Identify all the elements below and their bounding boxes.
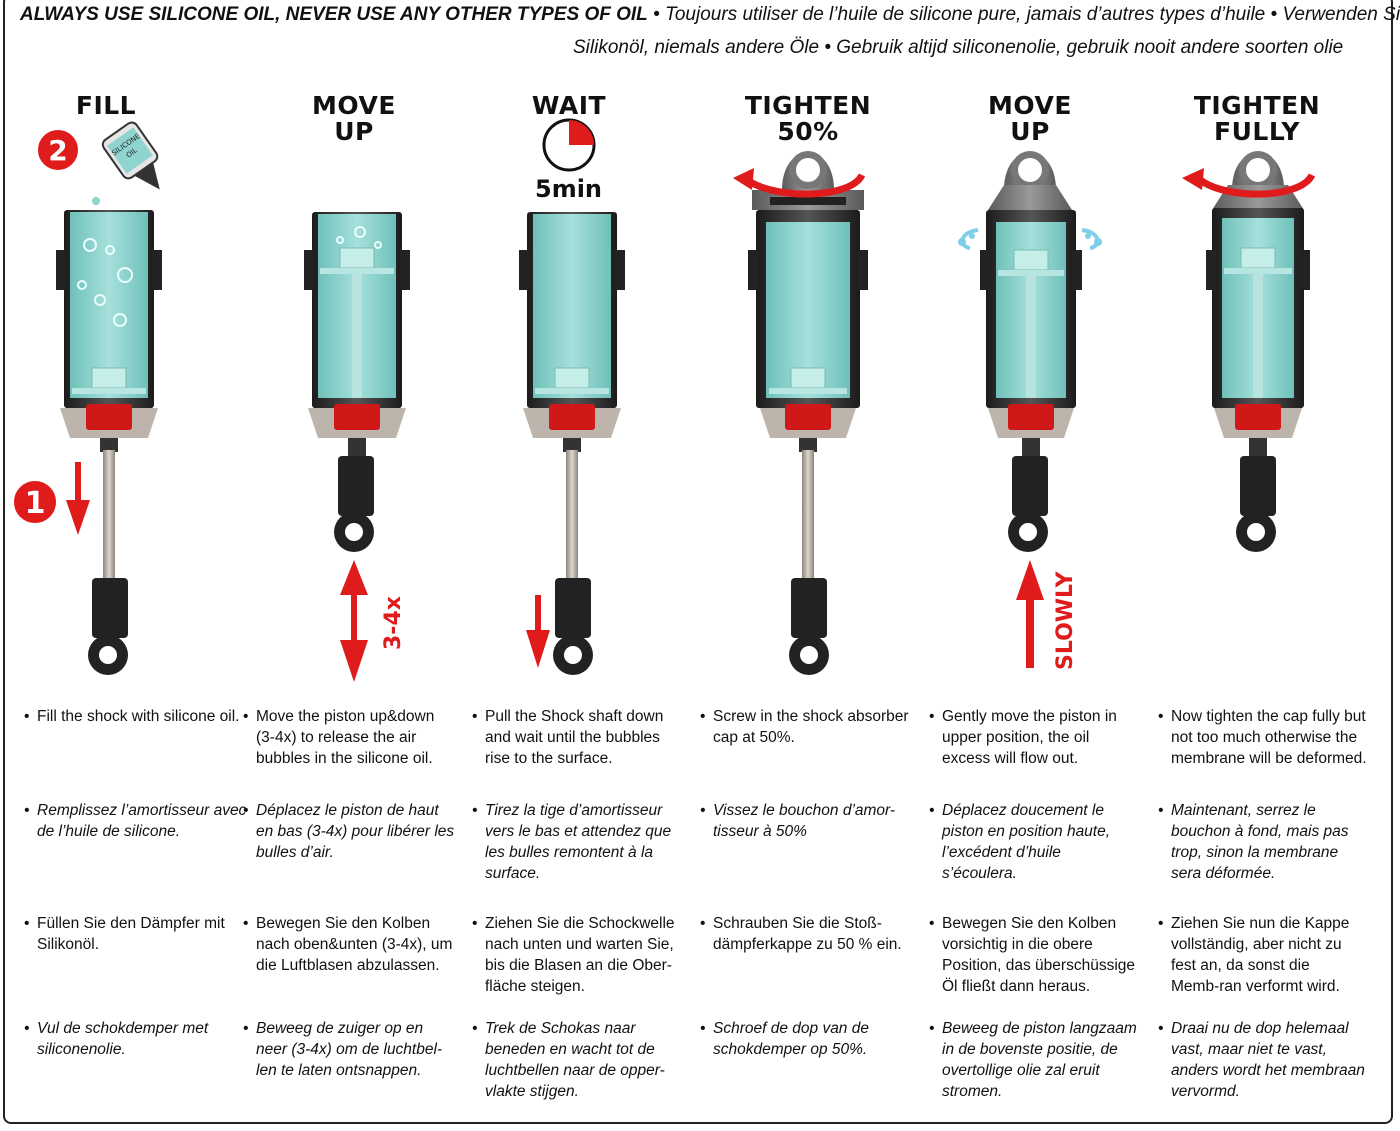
step-5-en: Gently move the piston in upper position… — [942, 708, 1117, 767]
timer-icon — [542, 118, 596, 172]
step-1-title: FILL — [75, 91, 137, 120]
shock-6 — [1206, 151, 1310, 552]
shock-4 — [748, 151, 868, 675]
silicone-oil-bottle: SILICONE OIL — [101, 121, 160, 190]
rotate-arrow-icon — [733, 168, 866, 198]
step-6-nl: Draai nu de dop helemaal vast, maar niet… — [1171, 1020, 1365, 1100]
step-1-fr: Remplissez l’amortisseur avec de l’huile… — [37, 802, 247, 840]
step-1-en: Fill the shock with silicone oil. — [37, 708, 240, 725]
slowly-label: SLOWLY — [1053, 570, 1078, 670]
step-4-nl: Schroef de dop van de schokdemper op 50%… — [713, 1020, 869, 1058]
step-5-de: Bewegen Sie den Kolben vorsichtig in die… — [942, 915, 1136, 995]
step-1-nl: Vul de schokdemper met siliconenolie. — [37, 1020, 209, 1058]
wait-time-label: 5min — [535, 175, 603, 203]
step-3-title: WAIT — [531, 91, 607, 120]
shock-1 — [56, 210, 162, 675]
down-arrow-icon — [526, 595, 550, 668]
badge-2 — [36, 128, 80, 172]
step-3-en: Pull the Shock shaft down and wait until… — [485, 708, 664, 767]
step-2-en: Move the piston up&down (3-4x) to releas… — [256, 708, 435, 767]
illustration-canvas: SILICONE OIL 2 1 3-4x — [12, 118, 1316, 682]
step-3-de: Ziehen Sie die Schockwelle nach unten un… — [485, 915, 675, 995]
badge-1 — [12, 479, 58, 525]
step-4-fr: Vissez le bouchon d’amor-tisseur à 50% — [713, 802, 896, 840]
step-1-de: Füllen Sie den Dämpfer mit Silikonöl. — [37, 915, 225, 953]
rotate-arrow-icon — [1182, 168, 1316, 198]
repeat-label: 3-4x — [381, 596, 406, 650]
oil-splash-icon — [958, 228, 1102, 250]
step-2-de: Bewegen Sie den Kolben nach oben&unten (… — [256, 915, 453, 974]
step-3-nl: Trek de Schokas naar beneden en wacht to… — [485, 1020, 665, 1100]
up-arrow-icon — [1016, 560, 1044, 668]
step-4-de: Schrauben Sie die Stoß-dämpferkappe zu 5… — [713, 915, 902, 953]
step-6-de: Ziehen Sie nun die Kappe vollständig, ab… — [1171, 915, 1350, 995]
shock-5 — [980, 151, 1082, 552]
step-2-fr: Déplacez le piston de haut en bas (3-4x)… — [256, 802, 455, 861]
step-2-nl: Beweeg de zuiger op en neer (3-4x) om de… — [256, 1020, 443, 1079]
step-6-fr: Maintenant, serrez le bouchon à fond, ma… — [1171, 802, 1349, 882]
svg-text:2: 2 — [48, 134, 67, 167]
header-line-2: Silikonöl, niemals andere Öle • Gebruik … — [573, 37, 1344, 58]
header-line-1: ALWAYS USE SILICONE OIL, NEVER USE ANY O… — [20, 4, 1400, 25]
up-down-arrow-icon — [340, 560, 368, 682]
shock-2 — [304, 212, 410, 552]
step-5-nl: Beweeg de piston langzaam in de bovenste… — [942, 1020, 1137, 1100]
page-frame — [3, 0, 1393, 1124]
step-3-fr: Tirez la tige d’amortisseur vers le bas … — [485, 802, 672, 882]
svg-text:1: 1 — [25, 486, 46, 521]
step-5-fr: Déplacez doucement le piston en position… — [942, 802, 1111, 882]
shock-3 — [519, 212, 625, 675]
step-4-en: Screw in the shock absorber cap at 50%. — [713, 708, 909, 746]
step-6-en: Now tighten the cap fully but not too mu… — [1171, 708, 1367, 767]
down-arrow-icon — [66, 462, 90, 535]
